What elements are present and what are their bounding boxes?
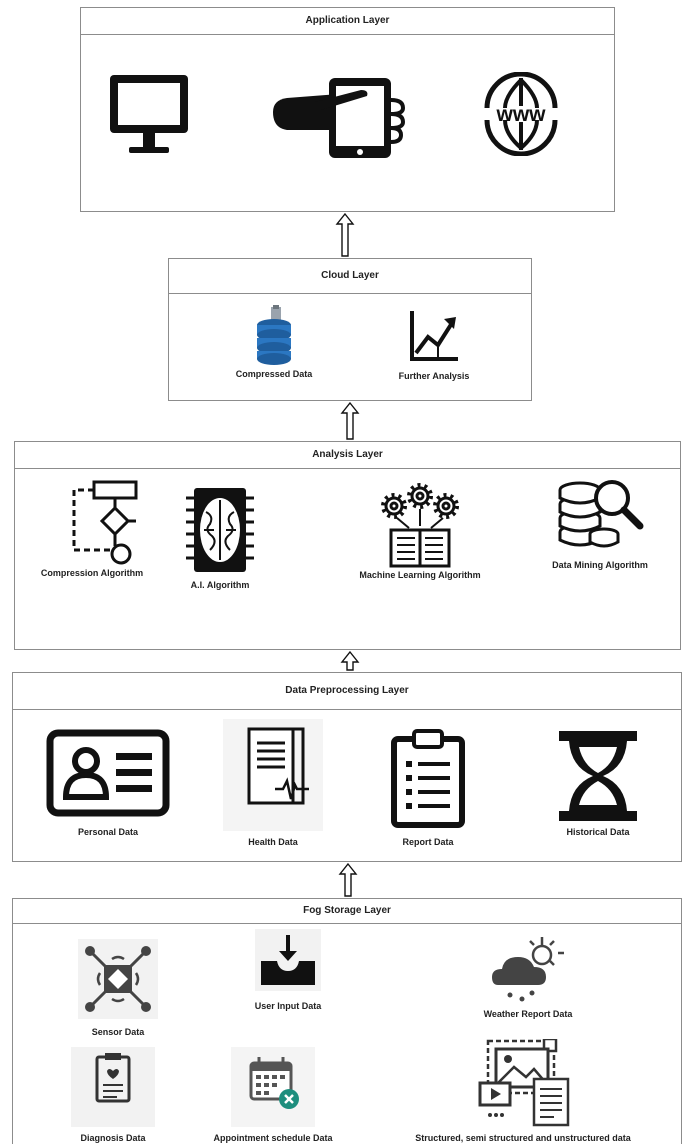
- download-tray-icon: [255, 929, 321, 991]
- historical-data-label: Historical Data: [566, 827, 630, 837]
- fog-storage-layer: Fog Storage Layer Sensor Data: [12, 898, 682, 1144]
- weather-cloud-icon: [492, 937, 564, 1002]
- gears-book-icon: [381, 483, 459, 568]
- compression-algorithm-label: Compression Algorithm: [40, 568, 144, 578]
- application-layer-title: Application Layer: [81, 8, 614, 35]
- fog-item-structured-data: Structured, semi structured and unstruct…: [365, 1039, 681, 1143]
- brain-chip-icon: [186, 488, 254, 572]
- appointment-schedule-data-label: Appointment schedule Data: [213, 1133, 333, 1143]
- svg-text:www: www: [495, 103, 546, 126]
- fog-item-diagnosis-data: Diagnosis Data: [58, 1047, 168, 1143]
- sensor-icon: [78, 939, 158, 1019]
- coins-magnifier-icon: [558, 480, 644, 548]
- calendar-icon: [231, 1047, 315, 1127]
- preprocessing-item-report-data: Report Data: [368, 729, 488, 847]
- clipboard-icon: [391, 729, 465, 828]
- cloud-item-further-analysis: Further Analysis: [379, 309, 489, 381]
- arrow-up-icon: [335, 212, 355, 257]
- www-globe-icon: www: [479, 72, 563, 156]
- preprocessing-item-historical-data: Historical Data: [533, 729, 663, 837]
- health-data-label: Health Data: [248, 837, 298, 847]
- cloud-layer: Cloud Layer Compressed Data Further Anal…: [168, 258, 532, 401]
- weather-report-data-label: Weather Report Data: [483, 1009, 573, 1019]
- cloud-item-compressed-data: Compressed Data: [219, 305, 329, 379]
- preprocessing-layer-title: Data Preprocessing Layer: [13, 673, 681, 710]
- database-icon: [257, 305, 291, 365]
- arrow-up-icon: [340, 650, 360, 671]
- data-mining-algorithm-label: Data Mining Algorithm: [552, 560, 648, 570]
- preprocessing-layer: Data Preprocessing Layer Personal Data H…: [12, 672, 682, 862]
- fog-item-user-input-data: User Input Data: [228, 929, 348, 1011]
- fog-item-sensor-data: Sensor Data: [73, 939, 163, 1037]
- id-card-icon: [46, 729, 170, 817]
- ai-algorithm-label: A.I. Algorithm: [190, 580, 250, 590]
- machine-learning-algorithm-label: Machine Learning Algorithm: [359, 570, 481, 580]
- cloud-layer-title: Cloud Layer: [169, 259, 531, 294]
- arrow-up-icon: [340, 401, 360, 440]
- monitor-icon: [107, 72, 191, 162]
- further-analysis-label: Further Analysis: [398, 371, 470, 381]
- fog-item-appointment-schedule-data: Appointment schedule Data: [188, 1047, 358, 1143]
- arrow-up-icon: [338, 862, 358, 897]
- health-document-icon: [223, 719, 323, 831]
- growth-chart-icon: [410, 311, 458, 361]
- media-files-icon: [478, 1039, 570, 1127]
- fog-item-weather-report-data: Weather Report Data: [453, 935, 603, 1019]
- analysis-item-compression-algorithm: Compression Algorithm: [17, 478, 167, 578]
- analysis-layer: Analysis Layer Compression Algorithm A.I…: [14, 441, 681, 650]
- diagnosis-clipboard-icon: [71, 1047, 155, 1127]
- compressed-data-label: Compressed Data: [235, 369, 313, 379]
- application-layer: Application Layer www: [80, 7, 615, 212]
- diagnosis-data-label: Diagnosis Data: [80, 1133, 146, 1143]
- analysis-item-ai-algorithm: A.I. Algorithm: [175, 482, 265, 590]
- personal-data-label: Personal Data: [77, 827, 139, 837]
- preprocessing-item-health-data: Health Data: [208, 719, 338, 847]
- sensor-data-label: Sensor Data: [91, 1027, 145, 1037]
- analysis-layer-title: Analysis Layer: [15, 442, 680, 469]
- structured-data-label: Structured, semi structured and unstruct…: [415, 1133, 631, 1143]
- analysis-item-data-mining-algorithm: Data Mining Algorithm: [530, 472, 670, 570]
- hourglass-icon: [559, 731, 637, 821]
- flowchart-icon: [72, 480, 138, 565]
- preprocessing-item-personal-data: Personal Data: [33, 729, 183, 837]
- report-data-label: Report Data: [402, 837, 454, 847]
- user-input-data-label: User Input Data: [254, 1001, 322, 1011]
- fog-storage-layer-title: Fog Storage Layer: [13, 899, 681, 924]
- analysis-item-machine-learning-algorithm: Machine Learning Algorithm: [345, 482, 495, 580]
- tablet-in-hand-icon: [269, 72, 419, 162]
